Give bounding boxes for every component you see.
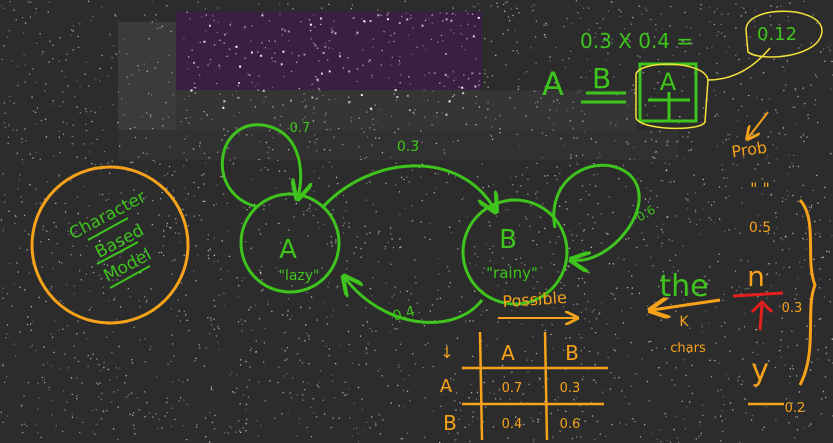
calc-expression: 0.3 X 0.4 =: [580, 29, 693, 53]
prob-label: Prob: [730, 138, 768, 162]
state-a-word: "lazy": [279, 268, 320, 284]
calculation: 0.3 X 0.4 = 0.12 A B A: [542, 10, 823, 130]
n-value: 0.3: [782, 301, 803, 316]
candidate-brace: [798, 198, 817, 386]
table-cell-ba: 0.4: [502, 417, 523, 432]
state-b: B "rainy" 0.6: [461, 163, 658, 306]
calc-result: 0.12: [757, 24, 797, 45]
table-possible-label: Possible: [502, 288, 568, 311]
seq-box-letter: A: [660, 68, 677, 96]
self-loop-b: [552, 163, 641, 260]
table-row-a: A: [440, 376, 453, 397]
arrow-b-to-a: [345, 278, 484, 324]
state-b-word: "rainy": [486, 264, 538, 282]
table-cell-ab: 0.3: [560, 381, 581, 396]
table-col-b: B: [565, 341, 579, 365]
self-loop-a-label: 0.7: [290, 121, 311, 136]
n-pointer: [758, 304, 764, 331]
state-b-circle: [461, 198, 569, 306]
arrow-a-to-b: [320, 164, 495, 210]
q-value: 0.5: [749, 220, 771, 236]
self-loop-a: [221, 123, 300, 209]
model-underlines: [87, 217, 151, 289]
table-grid: [462, 331, 608, 441]
star-field: [190, 14, 480, 116]
table-cell-aa: 0.7: [502, 381, 523, 396]
seq-b-underline: [581, 91, 626, 104]
candidate-n: n: [747, 260, 765, 293]
arrow-a-to-b-label: 0.3: [397, 139, 419, 155]
context-text: the: [659, 269, 708, 304]
y-value: 0.2: [785, 401, 806, 416]
state-a: A "lazy" 0.7: [221, 121, 341, 294]
seq-letter-a: A: [542, 65, 564, 103]
table-col-a: A: [501, 341, 515, 365]
transition-table: Possible ↓ A B A B 0.7 0.3 0.4 0.6: [440, 288, 608, 441]
pasted-screenshot: [118, 12, 678, 160]
table-corner: ↓: [440, 343, 453, 362]
n-underline: [732, 291, 784, 298]
n-pointer-head: [750, 299, 774, 314]
chars-label: chars: [670, 341, 706, 356]
context-arrow: [652, 300, 721, 310]
model-label-group: Character Based Model: [30, 165, 190, 325]
quote-marks: " ": [750, 179, 770, 198]
arrow-b-to-a-label: 0.4: [391, 304, 417, 325]
seq-box-mark: [648, 92, 690, 120]
result-highlight: [745, 10, 823, 58]
table-cell-bb: 0.6: [560, 417, 581, 432]
seq-box-highlight: [635, 63, 709, 130]
prob-arrow: [748, 111, 769, 138]
k-label: K: [679, 314, 689, 330]
state-a-letter: A: [279, 235, 297, 265]
state-b-letter: B: [499, 225, 517, 255]
next-char-prediction: Prob " " 0.5 the K chars n 0.3 y 0.2: [652, 111, 817, 416]
candidate-y: y: [751, 353, 769, 388]
highlight-connector: [707, 47, 771, 81]
model-circle: [30, 165, 190, 325]
table-row-b: B: [443, 411, 457, 435]
seq-letter-b: B: [592, 62, 611, 95]
